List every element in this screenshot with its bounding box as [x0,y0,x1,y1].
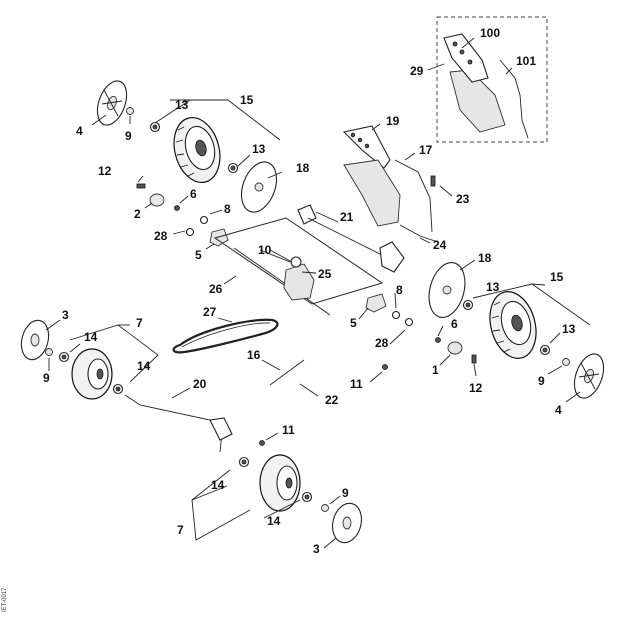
callout-labels: 100 101 29 4 9 13 15 13 18 12 6 2 8 28 5… [43,26,576,556]
callout-13: 13 [486,280,500,294]
callout-20: 20 [193,377,207,391]
callout-14: 14 [137,359,151,373]
callout-11: 11 [350,377,363,391]
drive-pinion-group [365,262,477,364]
callout-6: 6 [190,187,197,201]
callout-9: 9 [538,374,545,388]
callout-27: 27 [203,305,217,319]
callout-13: 13 [175,98,189,112]
callout-8: 8 [396,283,403,297]
callout-6: 6 [451,317,458,331]
callout-17: 17 [419,143,433,157]
callout-100: 100 [480,26,500,40]
callout-28: 28 [375,336,389,350]
height-adjuster-group [342,125,439,243]
callout-5: 5 [350,316,357,330]
callout-7: 7 [177,523,184,537]
deflector-disc-upper [240,161,278,213]
callout-9: 9 [125,129,132,143]
callout-15: 15 [240,93,254,107]
callout-13: 13 [252,142,266,156]
callout-13: 13 [562,322,576,336]
callout-28: 28 [154,229,168,243]
rear-left-wheel-group [96,80,239,247]
callout-101: 101 [516,54,536,68]
callout-3: 3 [313,542,320,556]
callout-14: 14 [267,514,281,528]
callout-21: 21 [340,210,354,224]
callout-29: 29 [410,64,424,78]
callout-22: 22 [325,393,339,407]
callout-2: 2 [134,207,141,221]
callout-14: 14 [84,330,98,344]
callout-19: 19 [386,114,400,128]
front-axle-20 [124,394,233,453]
front-right-wheel-group [238,454,363,544]
adjuster-bar-group [246,344,388,446]
callout-12: 12 [98,164,112,178]
callout-8: 8 [224,202,231,216]
callout-15: 15 [550,270,564,284]
figure-id: IET-0017 [2,587,8,612]
callout-4: 4 [76,124,83,138]
callout-26: 26 [209,282,223,296]
inset-detail-29 [427,16,548,143]
front-left-wheel-group [20,319,124,400]
callout-11: 11 [282,423,295,437]
callout-18: 18 [296,161,310,175]
callout-23: 23 [456,192,470,206]
callout-16: 16 [247,348,261,362]
callout-9: 9 [43,371,50,385]
callout-10: 10 [258,243,272,257]
callout-9: 9 [342,486,349,500]
rear-right-wheel-group [462,291,605,399]
gearbox-group [213,217,384,316]
callout-12: 12 [469,381,483,395]
leader-lines [45,99,591,549]
callout-24: 24 [433,238,447,252]
callout-3: 3 [62,308,69,322]
callout-18: 18 [478,251,492,265]
callout-1: 1 [432,363,439,377]
callout-25: 25 [318,267,332,281]
callout-14: 14 [211,478,225,492]
axle-21 [297,204,405,273]
callout-4: 4 [555,403,562,417]
callout-7: 7 [136,316,143,330]
drive-belt [172,318,279,354]
callout-5: 5 [195,248,202,262]
